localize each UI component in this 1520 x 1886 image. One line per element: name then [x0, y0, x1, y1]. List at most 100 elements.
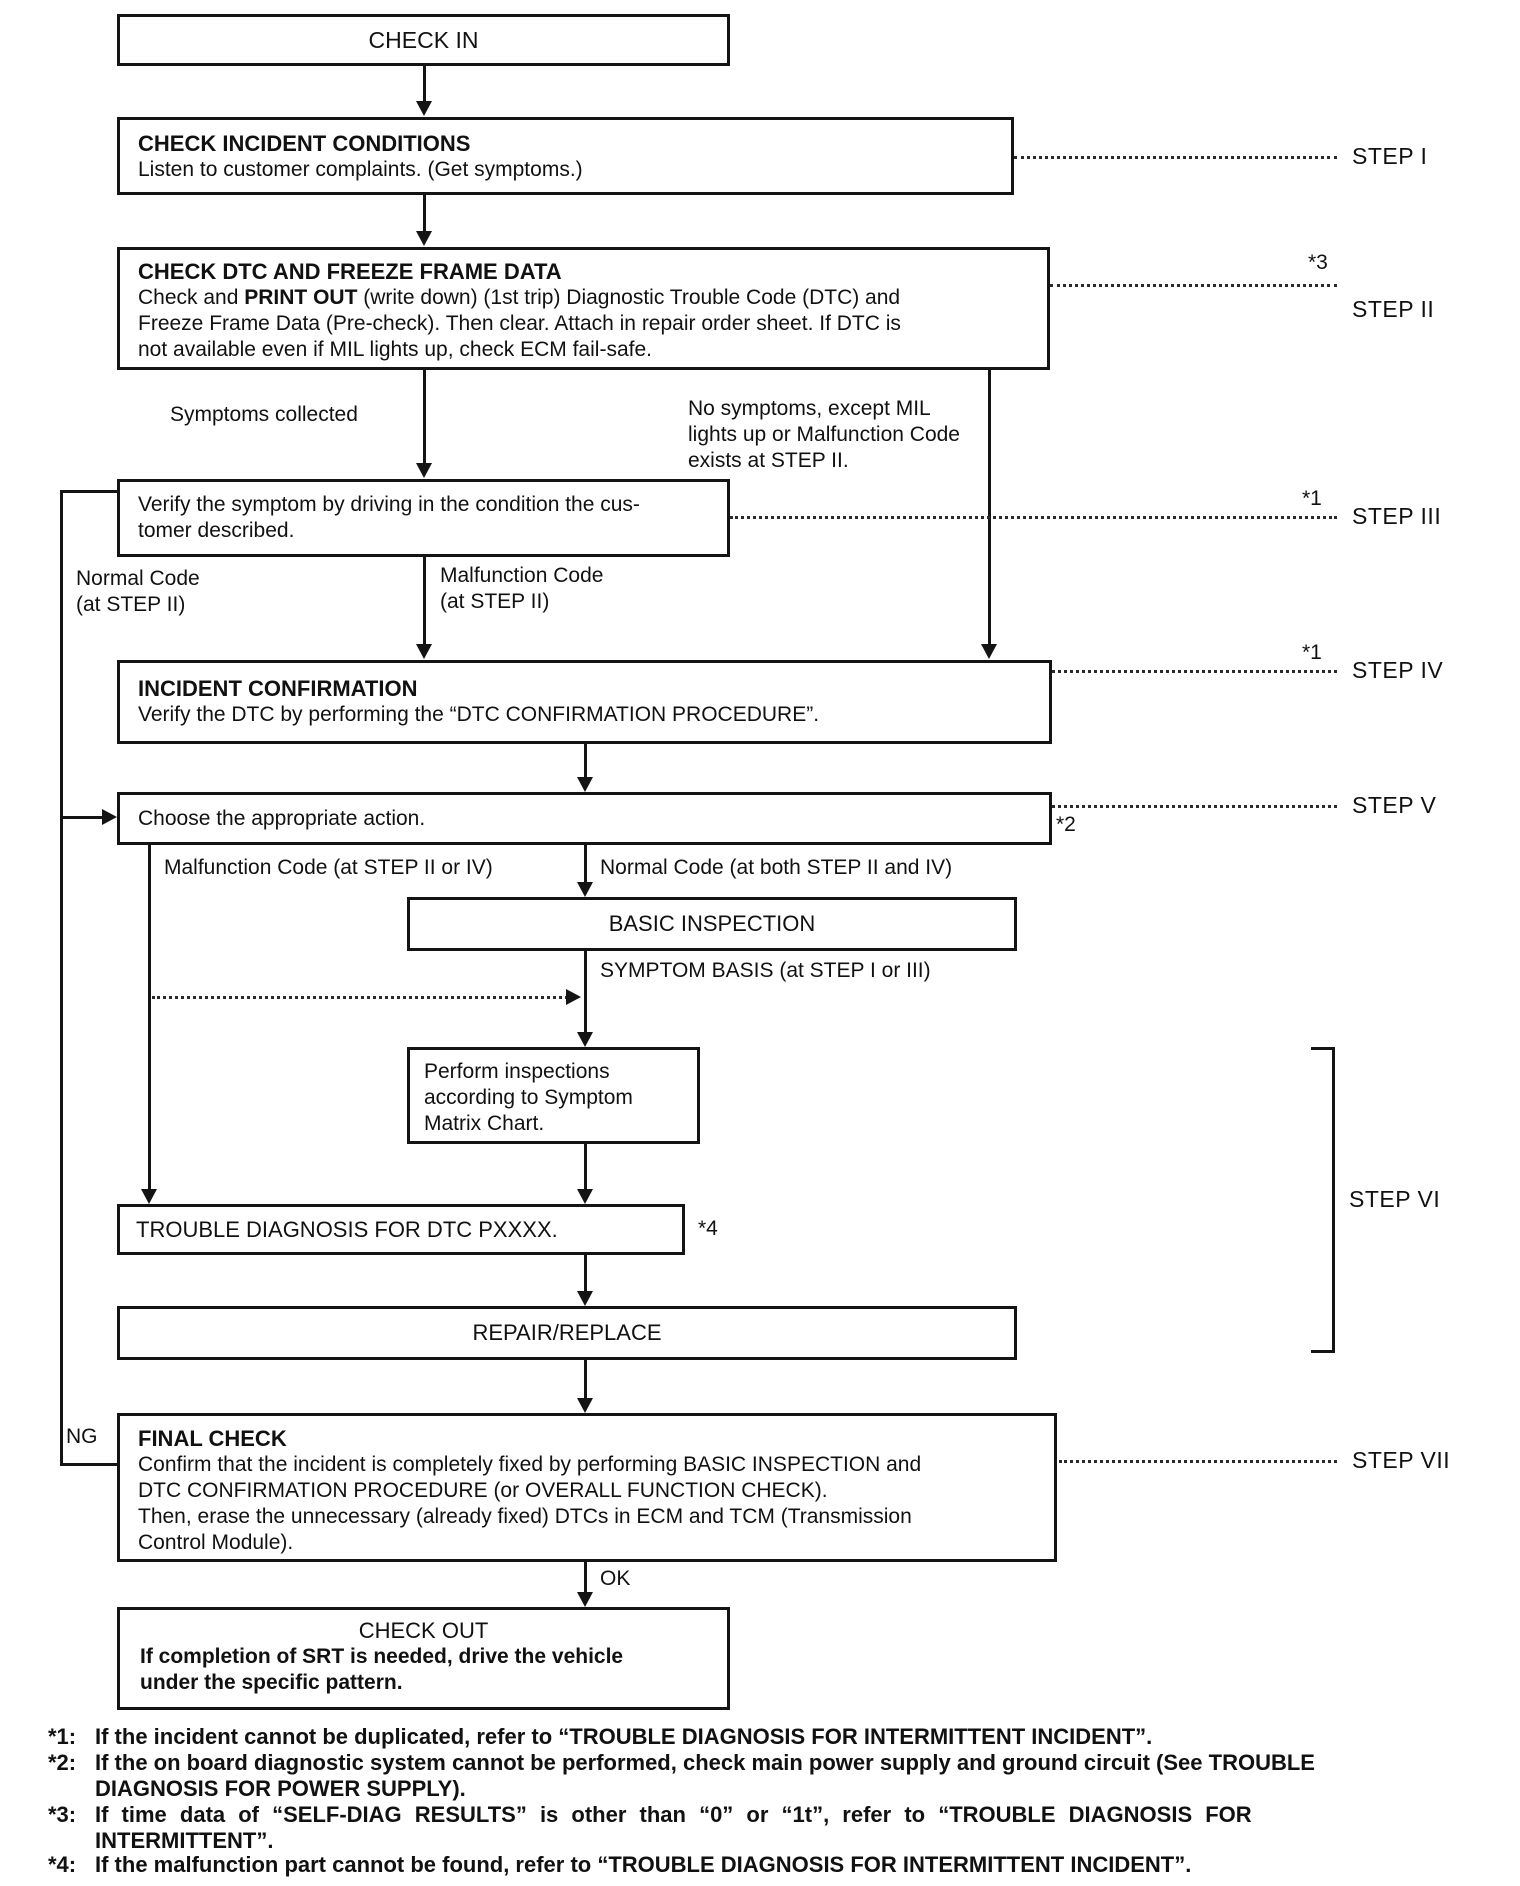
node-basic-inspection: BASIC INSPECTION [407, 897, 1017, 951]
step5-dotted-line [1052, 805, 1337, 808]
arrowhead-into-final [577, 1398, 593, 1413]
label-symptoms-collected: Symptoms collected [170, 403, 358, 426]
ref-3-mark: *3 [1308, 251, 1328, 274]
connector-malfunction-trouble [148, 845, 151, 1190]
check-out-body: If completion of SRT is needed, drive th… [140, 1645, 624, 1694]
node-choose-action: Choose the appropriate action. [117, 792, 1052, 845]
arrowhead-into-check-incident [416, 101, 432, 116]
step5-label: STEP V [1352, 792, 1437, 818]
connector-incident-dtc [423, 195, 426, 233]
connector-checkin-incident [423, 66, 426, 104]
label-malfunction-code-step2: Malfunction Code (at STEP II) [440, 564, 604, 613]
step2-label: STEP II [1352, 296, 1435, 322]
label-malfunction-code-step2-4: Malfunction Code (at STEP II or IV) [164, 856, 493, 879]
footnote-3-line1: If time data of “SELF-DIAG RESULTS” is o… [95, 1802, 1252, 1827]
footnote-2-marker: *2: [48, 1750, 77, 1775]
ng-loop-branch-to-choose [60, 816, 104, 819]
node-check-incident-body: Listen to customer complaints. (Get symp… [138, 158, 583, 181]
verify-line-1: Verify the symptom by driving in the con… [138, 493, 640, 516]
step6-bracket-vertical [1332, 1047, 1335, 1353]
step6-label: STEP VI [1349, 1186, 1441, 1212]
footnote-1-marker: *1: [48, 1724, 77, 1749]
dotted-crossover-line [152, 996, 568, 999]
final-check-body2: Then, erase the unnecessary (already fix… [138, 1505, 912, 1554]
connector-verify-confirmation [423, 557, 426, 646]
label-normal-code-step2: Normal Code (at STEP II) [76, 567, 200, 616]
node-check-in: CHECK IN [117, 14, 730, 66]
footnote-3-marker: *3: [48, 1802, 77, 1827]
incident-confirmation-body: Verify the DTC by performing the “DTC CO… [138, 703, 820, 726]
connector-perform-trouble [584, 1144, 587, 1190]
final-check-title: FINAL CHECK [138, 1426, 287, 1451]
label-normal-code-step2-4: Normal Code (at both STEP II and IV) [600, 856, 953, 879]
incident-confirmation-title: INCIDENT CONFIRMATION [138, 676, 418, 701]
step6-bracket-bottom-tick [1311, 1350, 1335, 1353]
arrowhead-into-basic [577, 882, 593, 897]
arrowhead-into-repair [577, 1291, 593, 1306]
arrowhead-into-confirmation-left [416, 644, 432, 659]
arrowhead-into-trouble-right [577, 1189, 593, 1204]
arrowhead-into-choose-left [102, 809, 117, 825]
node-check-in-label: CHECK IN [368, 27, 479, 53]
node-incident-confirmation: INCIDENT CONFIRMATION Verify the DTC by … [117, 660, 1052, 744]
node-check-out: CHECK OUT If completion of SRT is needed… [117, 1607, 730, 1710]
arrowhead-into-confirmation-right [981, 644, 997, 659]
footnote-2-line2: DIAGNOSIS FOR POWER SUPPLY). [95, 1776, 466, 1801]
step3-label: STEP III [1352, 503, 1442, 529]
node-verify-symptom: Verify the symptom by driving in the con… [117, 479, 730, 557]
connector-dtc-verify [423, 370, 426, 465]
node-repair-replace: REPAIR/REPLACE [117, 1306, 1017, 1360]
step7-label: STEP VII [1352, 1447, 1451, 1473]
basic-inspection-label: BASIC INSPECTION [608, 911, 816, 936]
arrowhead-into-checkout [577, 1592, 593, 1607]
ref-4-mark: *4 [698, 1217, 718, 1240]
connector-choose-basic [584, 845, 587, 884]
step4-dotted-line [1052, 670, 1337, 673]
node-check-incident-conditions: CHECK INCIDENT CONDITIONS Listen to cust… [117, 117, 1014, 195]
choose-action-label: Choose the appropriate action. [138, 806, 426, 830]
ref-2-mark: *2 [1056, 813, 1076, 836]
arrowhead-into-verify [416, 463, 432, 478]
connector-final-checkout [584, 1562, 587, 1594]
footnote-3-line2: INTERMITTENT”. [95, 1828, 274, 1853]
connector-confirmation-choose [584, 744, 587, 779]
step4-label: STEP IV [1352, 657, 1444, 683]
node-check-dtc: CHECK DTC AND FREEZE FRAME DATA Check an… [117, 247, 1050, 370]
step3-dotted-line [730, 516, 1337, 519]
step2-dotted-line [1050, 284, 1337, 287]
trouble-diagnosis-label: TROUBLE DIAGNOSIS FOR DTC PXXXX. [136, 1216, 558, 1242]
node-check-dtc-title: CHECK DTC AND FREEZE FRAME DATA [138, 259, 562, 284]
connector-trouble-repair [584, 1255, 587, 1293]
node-check-dtc-body: Check and PRINT OUT (write down) (1st tr… [138, 285, 913, 363]
label-ng: NG [66, 1425, 98, 1448]
node-final-check: FINAL CHECK Confirm that the incident is… [117, 1413, 1057, 1562]
step1-label: STEP I [1352, 143, 1428, 169]
check-dtc-body-rest: (write down) (1st trip) Diagnostic Troub… [138, 286, 901, 361]
check-out-title: CHECK OUT [358, 1618, 489, 1643]
ng-loop-top-segment [60, 490, 117, 493]
footnote-4-marker: *4: [48, 1852, 77, 1877]
check-dtc-body-bold: PRINT OUT [244, 286, 358, 309]
node-check-incident-title: CHECK INCIDENT CONDITIONS [138, 131, 471, 156]
ng-loop-bottom-segment [60, 1463, 117, 1466]
perform-inspections-label: Perform inspections according to Symptom… [424, 1060, 633, 1135]
arrowhead-dotted-crossover [566, 989, 581, 1005]
connector-repair-final [584, 1360, 587, 1400]
step6-bracket-top-tick [1311, 1047, 1335, 1050]
repair-replace-label: REPAIR/REPLACE [472, 1320, 662, 1345]
connector-basic-perform [584, 951, 587, 1034]
label-no-symptoms: No symptoms, except MIL lights up or Mal… [688, 397, 960, 472]
label-ok: OK [600, 1567, 631, 1590]
ng-loop-vertical [60, 490, 63, 1466]
node-trouble-diagnosis: TROUBLE DIAGNOSIS FOR DTC PXXXX. [117, 1204, 685, 1255]
step7-dotted-line [1059, 1460, 1337, 1463]
ref-1-mark-step4: *1 [1302, 641, 1322, 664]
connector-no-symptoms-branch [988, 370, 991, 646]
final-check-body1: Confirm that the incident is completely … [138, 1453, 922, 1502]
footnote-1-line1: If the incident cannot be duplicated, re… [95, 1724, 1153, 1749]
node-perform-inspections: Perform inspections according to Symptom… [407, 1047, 700, 1144]
check-dtc-body-lead: Check and [138, 286, 245, 309]
arrowhead-into-choose [577, 777, 593, 792]
verify-line-2: tomer described. [138, 519, 295, 542]
